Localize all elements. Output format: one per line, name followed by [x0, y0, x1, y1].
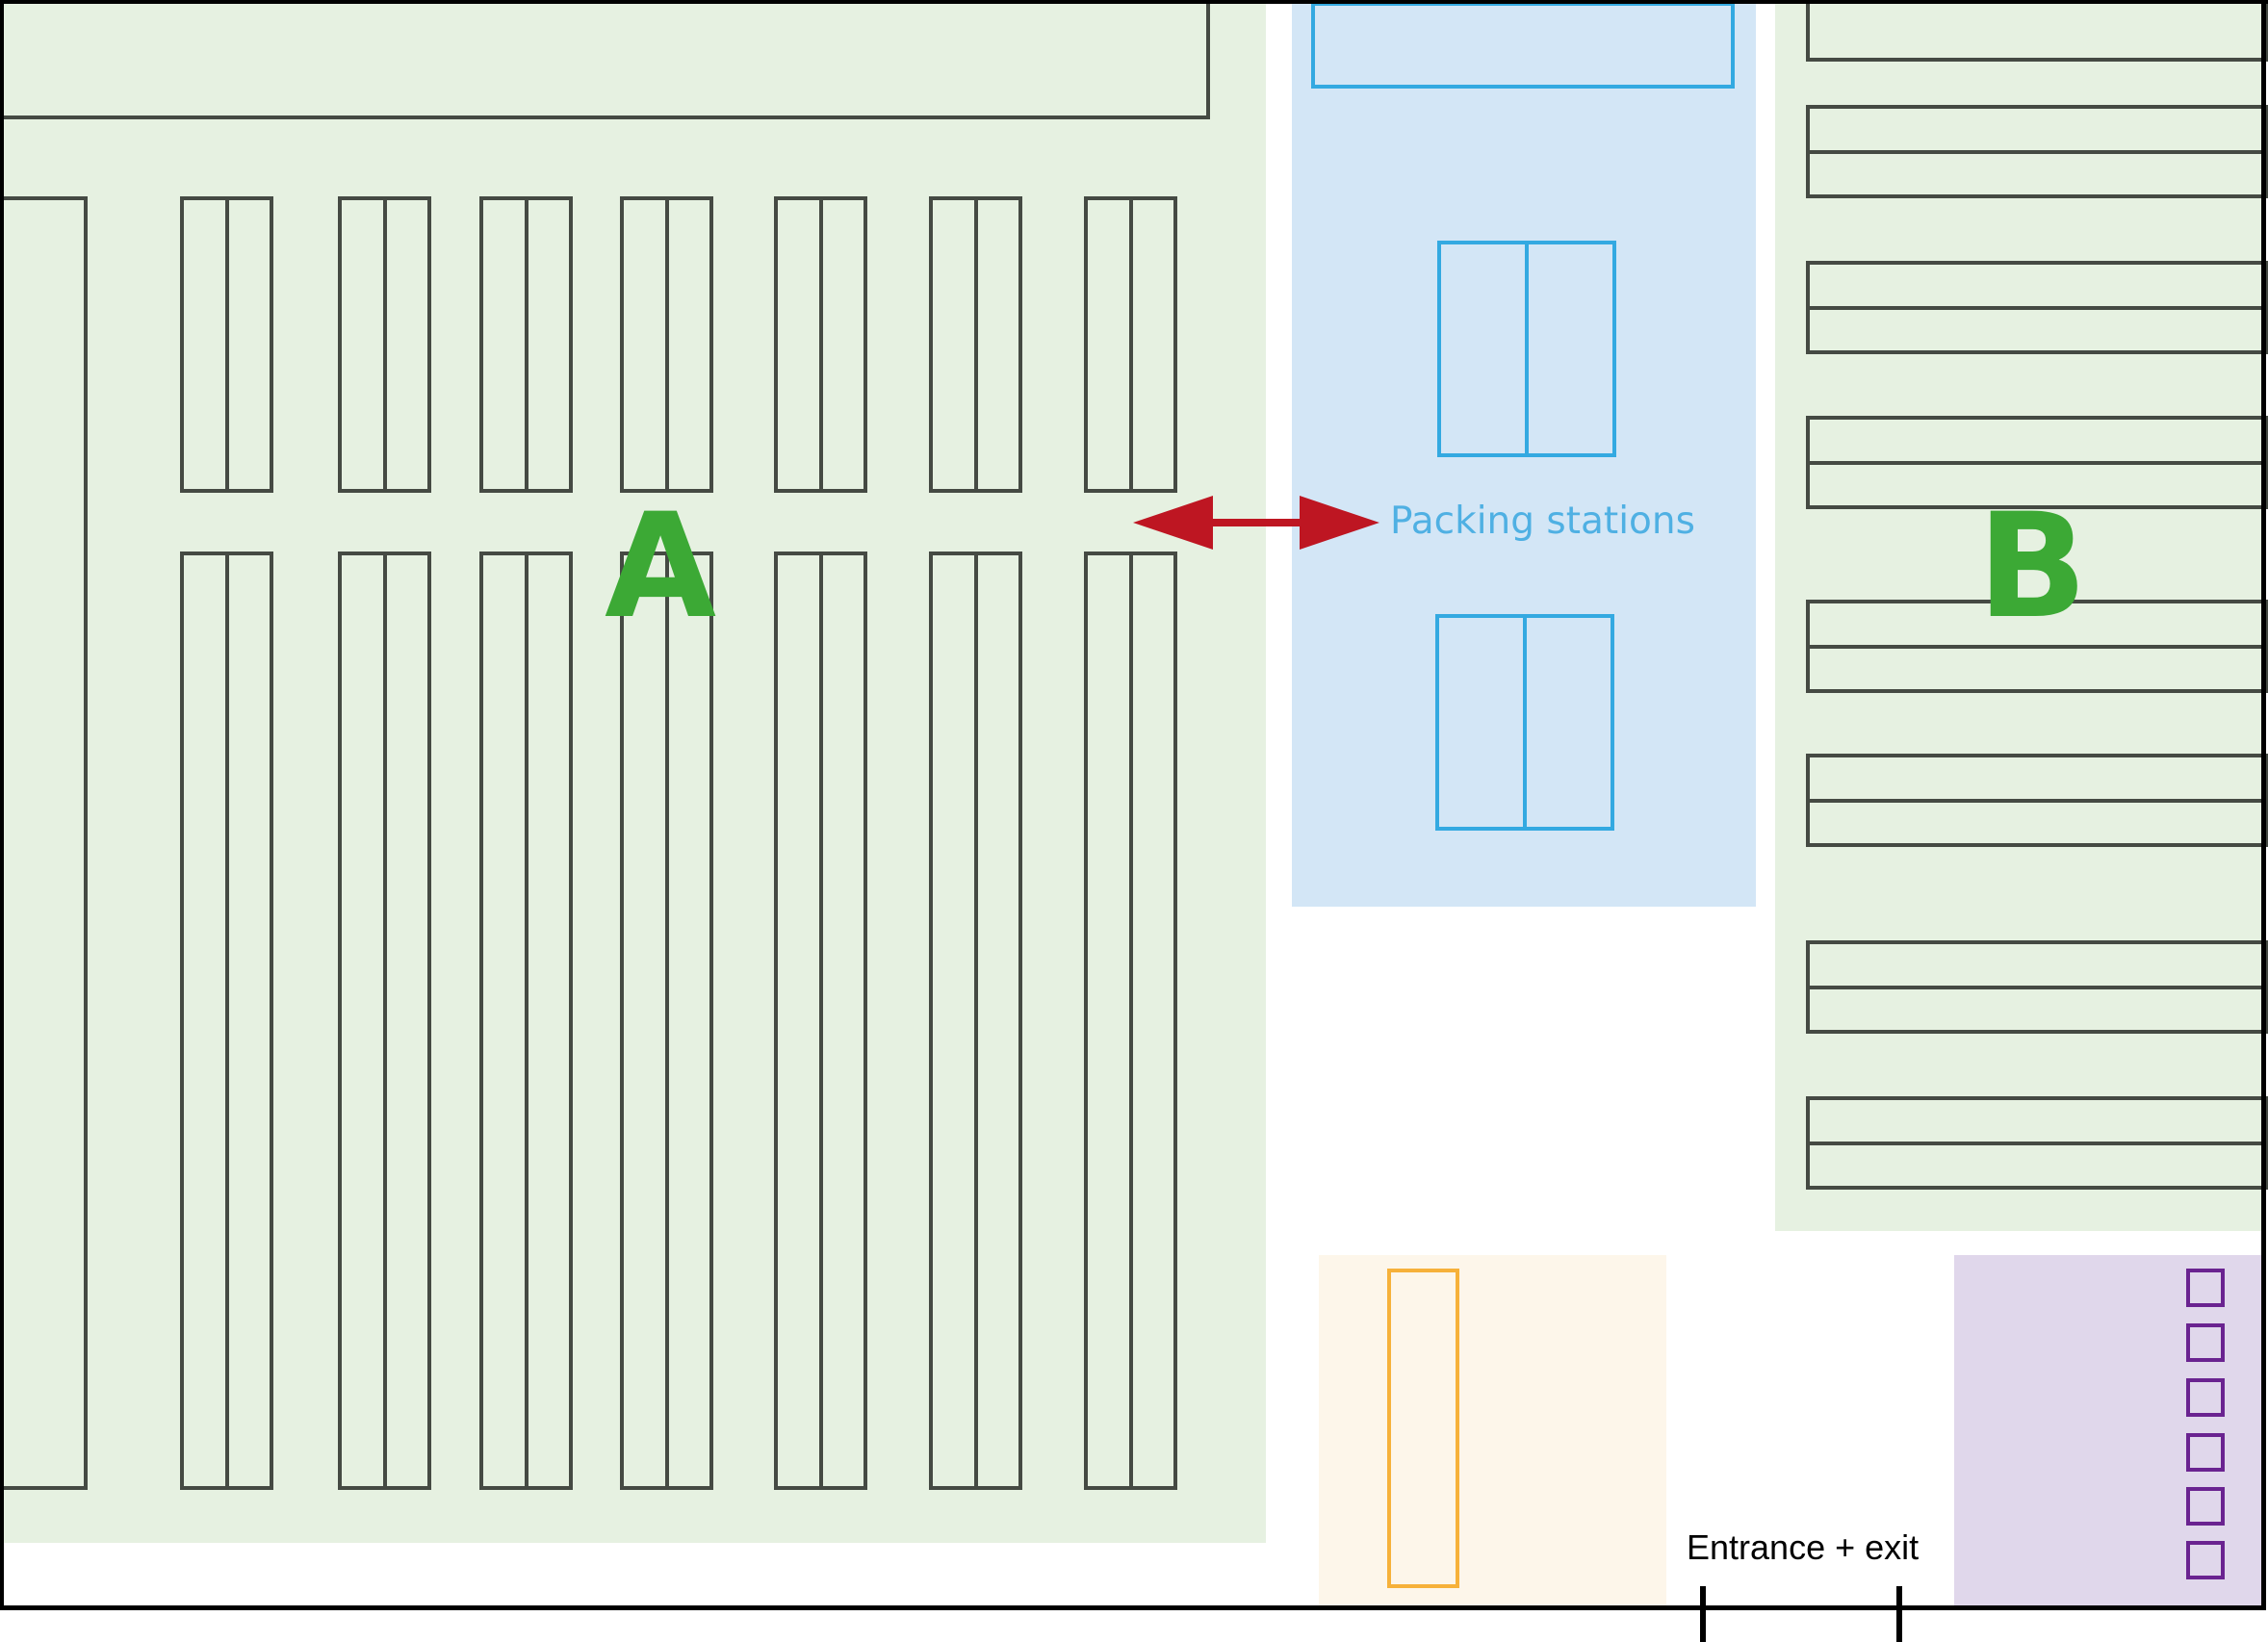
purple-box-4: [2186, 1433, 2225, 1472]
orange-zone-area: [1319, 1255, 1666, 1608]
wall-right: [2261, 0, 2266, 1610]
zone-b-rack-3: [1806, 416, 2268, 509]
zone-a-rack-bottom-5: [774, 552, 867, 1490]
entrance-exit-label: Entrance + exit: [1687, 1527, 1920, 1567]
zone-a-rack-bottom-7: [1084, 552, 1177, 1490]
wall-top: [0, 0, 2268, 4]
zone-a-area: [3, 3, 1266, 1543]
door-marker-right: [1896, 1586, 1902, 1642]
wall-bottom: [0, 1605, 2266, 1610]
packing-station-2: [1435, 614, 1614, 831]
packing-stations-label: Packing stations: [1390, 500, 1695, 543]
zone-a-rack-top-6: [929, 196, 1022, 493]
zone-a-rack-bottom-1: [180, 552, 273, 1490]
zone-a-left-rack: [0, 196, 88, 1490]
door-marker-left: [1700, 1586, 1706, 1642]
zone-a-label: A: [605, 483, 717, 651]
zone-a-rack-top-1: [180, 196, 273, 493]
double-arrow-icon: [1133, 496, 1379, 550]
purple-box-1: [2186, 1269, 2225, 1307]
packing-station-1: [1437, 241, 1616, 457]
purple-box-5: [2186, 1487, 2225, 1526]
zone-a-rack-top-2: [338, 196, 431, 493]
zone-a-rack-top-3: [479, 196, 573, 493]
zone-b-rack-top: [1806, 0, 2268, 62]
zone-a-rack-bottom-2: [338, 552, 431, 1490]
zone-a-top-rack: [0, 0, 1210, 119]
packing-top-table: [1311, 2, 1735, 89]
purple-box-6: [2186, 1541, 2225, 1579]
zone-a-rack-top-5: [774, 196, 867, 493]
wall-left: [0, 0, 4, 1610]
purple-box-3: [2186, 1378, 2225, 1417]
zone-b-rack-4: [1806, 600, 2268, 693]
zone-a-rack-top-4: [620, 196, 713, 493]
zone-a-rack-bottom-3: [479, 552, 573, 1490]
zone-b-rack-1: [1806, 105, 2268, 198]
zone-b-label: B: [1977, 483, 2088, 651]
zone-b-rack-2: [1806, 261, 2268, 354]
zone-b-rack-7: [1806, 1096, 2268, 1190]
orange-rack: [1387, 1269, 1459, 1588]
zone-b-area: [1775, 3, 2264, 1231]
zone-a-rack-top-7: [1084, 196, 1177, 493]
zone-a-rack-bottom-4: [620, 552, 713, 1490]
zone-b-rack-6: [1806, 940, 2268, 1034]
purple-zone-area: [1954, 1255, 2264, 1608]
purple-box-2: [2186, 1323, 2225, 1362]
zone-b-rack-5: [1806, 754, 2268, 847]
zone-a-rack-bottom-6: [929, 552, 1022, 1490]
